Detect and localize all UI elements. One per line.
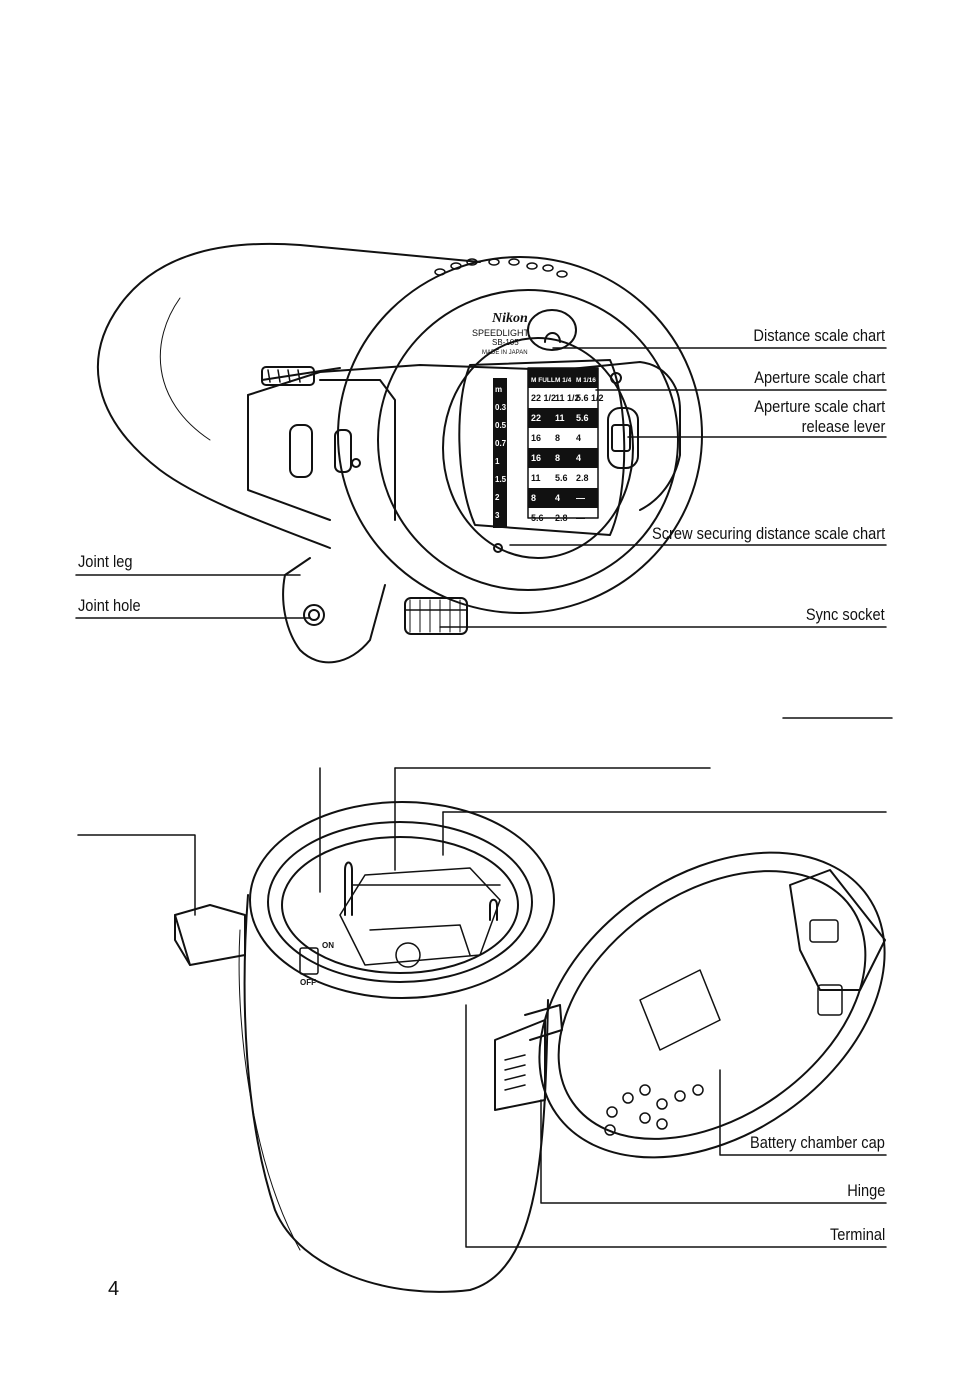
distance-scale-cell: 1.5 [495,475,507,484]
distance-scale-cell: 0.3 [495,403,507,412]
chart-value-cell: 8 [555,433,560,443]
model-number: SB-105 [492,338,519,347]
chart-value-cell: 5.6 1/2 [576,393,604,403]
distance-scale-cell: 0.5 [495,421,507,430]
distance-scale-cell: 3 [495,511,500,520]
distance-scale-cell: 0.7 [495,439,507,448]
chart-value-cell: 22 [531,413,541,423]
bottom-speedlight-drawing [174,801,886,1293]
model-name: SPEEDLIGHT [472,328,530,338]
chart-value-cell: 4 [576,453,581,463]
chart-header-cell: M FULL [531,377,555,384]
power-switch-marking: OFF [300,978,316,987]
chart-header-cell: M 1/16 [576,377,596,384]
power-switch-marking: ON [322,941,334,950]
hinge-label: Hinge [846,1181,885,1200]
chart-value-cell: 5.6 [531,513,544,523]
chart-value-cell: 4 [555,493,560,503]
chart-value-cell: 8 [531,493,536,503]
distance-scale-cell: 2 [495,493,500,502]
top-leader-lines [75,347,893,719]
chart-value-cell: 16 [531,453,541,463]
sync-socket-label: Sync socket [806,605,885,624]
chart-value-cell: 11 1/2 [555,393,580,403]
chart-value-cell: 2.8 [576,473,589,483]
chart-value-cell: 4 [576,433,581,443]
chart-value-cell: 11 [555,413,565,423]
chart-value-cell: 11 [531,473,541,483]
chart-value-cell: 8 [555,453,560,463]
chart-value-cell: — [576,493,585,503]
chart-header-cell: M 1/4 [555,377,572,384]
screw-securing-label: Screw securing distance scale chart [651,524,885,543]
chart-value-cell: 22 1/2 [531,393,556,403]
aperture-release-lever-label-line2: release lever [801,417,885,436]
joint-hole-label: Joint hole [78,596,141,615]
terminal-label: Terminal [829,1225,885,1244]
origin-marking: MADE IN JAPAN [482,350,528,356]
aperture-scale-chart-label: Aperture scale chart [754,368,885,387]
joint-leg-label: Joint leg [78,552,133,571]
chart-value-cell: 16 [531,433,541,443]
chart-value-cell: 2.8 [555,513,568,523]
chart-value-cell: 5.6 [576,413,589,423]
aperture-scale-chart-graphic [493,367,599,528]
aperture-release-lever-label-line1: Aperture scale chart [754,397,885,416]
distance-scale-cell: 1 [495,457,500,466]
page-number: 4 [108,1278,120,1300]
distance-scale-chart-label: Distance scale chart [753,326,885,345]
distance-scale-cell: m [495,385,502,394]
brand-logo: Nikon [491,311,528,326]
battery-chamber-cap-label: Battery chamber cap [750,1133,885,1152]
chart-value-cell: 5.6 [555,473,568,483]
bottom-leader-lines [77,767,887,1248]
chart-value-cell: — [576,513,585,523]
top-speedlight-drawing [97,242,703,664]
